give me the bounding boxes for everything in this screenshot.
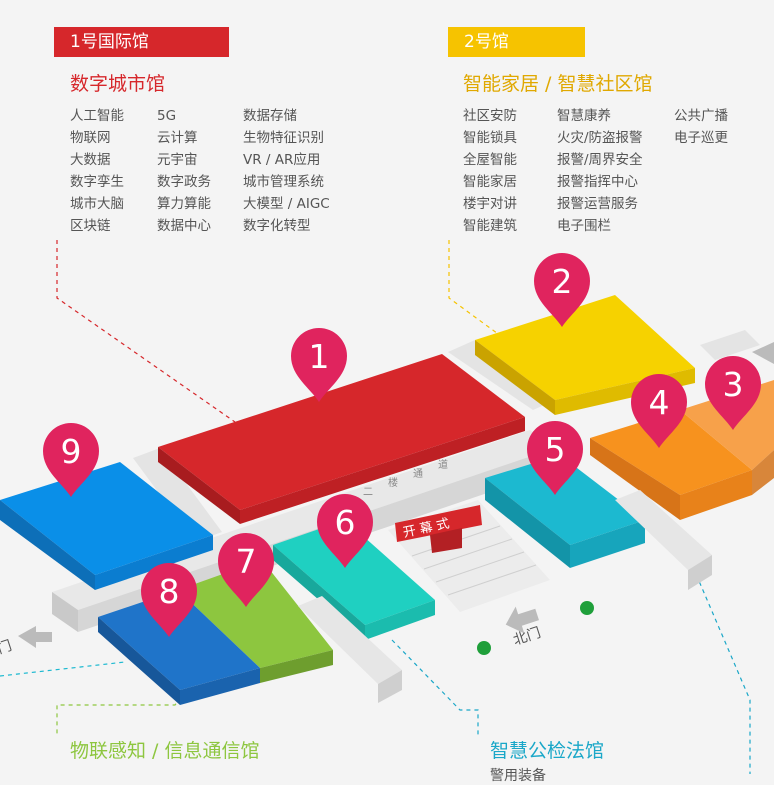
hall-1-exhibit-list-col-2: 5G 云计算 元宇宙 数字政务 算力算能 数据中心 [157,105,211,237]
hall-pins: 1 2 3 4 5 6 7 8 [43,253,761,637]
exhibit-item: 大数据 [70,152,111,168]
exhibit-item: 5G [157,108,177,124]
exhibit-item: 智慧康养 [557,108,611,124]
exhibit-item: 生物特征识别 [243,130,324,146]
pin-9[interactable]: 9 [43,423,99,497]
leader-line-east [0,661,126,677]
exhibit-item: 智能锁具 [463,130,517,146]
pin-1-number: 1 [309,337,330,376]
exhibit-item: VR / AR应用 [243,152,321,168]
left-corridor [133,448,222,542]
hall-public-security-title: 智慧公检法馆 [490,740,605,762]
pin-3-number: 3 [723,365,744,404]
exhibit-item: 电子巡更 [674,130,728,146]
east-gate-label: 东门 [0,638,14,662]
exhibit-item: 数据存储 [243,108,297,124]
hall-iot-title: 物联感知 / 信息通信馆 [70,740,260,762]
pin-8[interactable]: 8 [141,563,197,637]
hall-2-tag: 2号馆 [448,27,585,57]
hall-1-exhibit-list-col-1: 人工智能 物联网 大数据 数字孪生 城市大脑 区块链 [70,105,124,237]
north-gate-arrow-icon [505,606,539,634]
corridor-label-char-2: 楼 [388,476,398,489]
pin-7[interactable]: 7 [218,533,274,607]
exit-sign-icon [477,641,491,655]
leader-line-hall1 [56,240,236,423]
exhibit-item: 楼宇对讲 [463,196,517,212]
ramp-west-side [378,670,402,703]
right-corridor [700,330,760,360]
north-gate[interactable]: 北门 [477,601,594,655]
pin-6[interactable]: 6 [317,494,373,568]
exhibit-item: 社区安防 [463,108,517,124]
exhibit-item: 全屋智能 [463,152,517,168]
hall-2-exhibit-list-col-3: 公共广播 电子巡更 [674,105,728,149]
ramp-west [298,596,402,684]
hall-2-title: 智能家居 / 智慧社区馆 [463,73,653,95]
hall-7-block[interactable] [178,560,333,683]
pin-4[interactable]: 4 [631,374,687,448]
exhibit-item: 数字政务 [157,174,211,190]
corridor-label-char-4: 道 [438,458,448,471]
hall-1-tag: 1号国际馆 [54,27,229,57]
pin-4-number: 4 [649,383,670,422]
corridor-label-char-1: 二 [363,487,373,498]
hall-public-security-first-item: 警用装备 [490,768,546,784]
hall-1-exhibit-list-col-3: 数据存储 生物特征识别 VR / AR应用 城市管理系统 大模型 / AIGC … [243,105,330,237]
leader-line-hall2 [448,240,521,351]
exhibit-item: 智能家居 [463,174,517,190]
east-gate-arrow-icon [18,626,52,648]
hall-8-block[interactable] [98,590,260,705]
pin-1[interactable]: 1 [291,328,347,402]
pin-6-number: 6 [335,503,356,542]
pin-7-number: 7 [236,542,257,581]
exit-sign-icon [580,601,594,615]
exhibit-item: 元宇宙 [157,152,198,168]
exhibit-item: 大模型 / AIGC [243,196,330,212]
leader-line-hall6 [391,639,479,735]
exhibit-item: 物联网 [70,130,111,146]
pin-3[interactable]: 3 [705,356,761,430]
exhibit-item: 区块链 [70,218,111,234]
pin-5[interactable]: 5 [527,421,583,495]
exhibit-item: 城市管理系统 [243,174,324,190]
ramps [298,490,712,703]
pin-8-number: 8 [159,572,180,611]
hall-4-block[interactable] [590,410,752,520]
main-corridor-side [52,592,78,632]
right-arrow [752,342,774,364]
hall-1-title: 数字城市馆 [70,73,166,95]
ramp-east [615,490,712,570]
pin-5-number: 5 [545,430,566,469]
hall-1-block[interactable] [158,354,525,524]
hall-5-block[interactable] [485,455,645,568]
exhibit-item: 智能建筑 [463,218,517,234]
exhibit-item: 报警/周界安全 [557,152,643,168]
hall-2-exhibit-list-col-1: 社区安防 智能锁具 全屋智能 智能家居 楼宇对讲 智能建筑 [463,105,517,237]
exhibit-item: 算力算能 [157,196,211,212]
exhibit-item: 云计算 [157,130,198,146]
exhibit-item: 数字化转型 [243,218,311,234]
exhibit-item: 火灾/防盗报警 [557,130,643,146]
exhibit-item: 数据中心 [157,218,211,234]
exhibit-item: 人工智能 [70,108,124,124]
exhibit-item: 公共广播 [674,108,728,124]
exhibit-item: 城市大脑 [70,196,124,212]
corridor-label: 二 楼 通 道 [363,458,448,498]
pin-2[interactable]: 2 [534,253,590,327]
exhibit-item: 数字孪生 [70,174,124,190]
leader-line-hall5 [689,559,751,774]
pin-9-number: 9 [61,432,82,471]
corridor-label-char-3: 通 [413,468,423,480]
hall-blocks [0,295,774,705]
hall-9-block[interactable] [0,462,213,590]
direction-arrow-icon [752,342,774,364]
exhibit-item: 报警指挥中心 [557,174,638,190]
hall-2-exhibit-list-col-2: 智慧康养 火灾/防盗报警 报警/周界安全 报警指挥中心 报警运营服务 电子围栏 [557,105,643,237]
ramp-east-side [688,555,712,590]
exhibit-item: 电子围栏 [557,218,611,234]
exhibit-item: 报警运营服务 [557,196,638,212]
east-gate[interactable]: 东门 [0,626,52,662]
pin-2-number: 2 [552,262,573,301]
